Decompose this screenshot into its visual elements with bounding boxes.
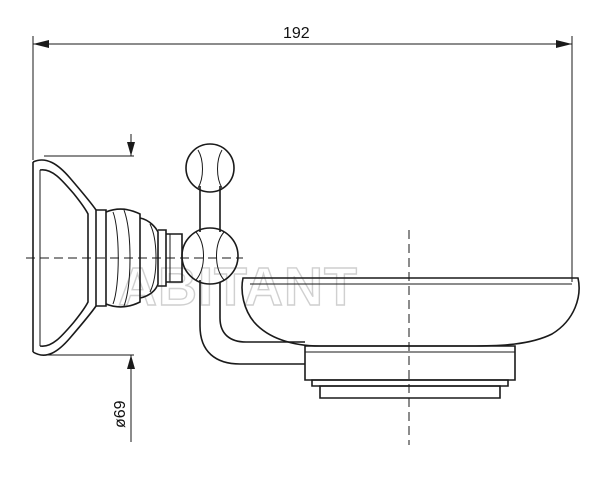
width-arrow-left bbox=[33, 40, 49, 48]
diameter-dimension: ø69 bbox=[44, 134, 135, 442]
wall-rosette bbox=[32, 159, 97, 356]
ball-joint bbox=[181, 227, 239, 285]
diameter-dimension-label: ø69 bbox=[112, 400, 129, 428]
width-dimension-label: 192 bbox=[283, 25, 310, 42]
dish-holder-ring bbox=[304, 345, 516, 399]
width-arrow-right bbox=[556, 40, 572, 48]
vertical-post bbox=[185, 143, 235, 232]
diameter-arrow-top bbox=[127, 142, 135, 156]
diameter-arrow-bottom bbox=[127, 355, 135, 369]
top-finial-ball bbox=[185, 143, 235, 193]
watermark-text: ABITANT bbox=[118, 257, 358, 317]
support-arm bbox=[199, 280, 305, 365]
width-dimension: 192 bbox=[32, 25, 573, 282]
